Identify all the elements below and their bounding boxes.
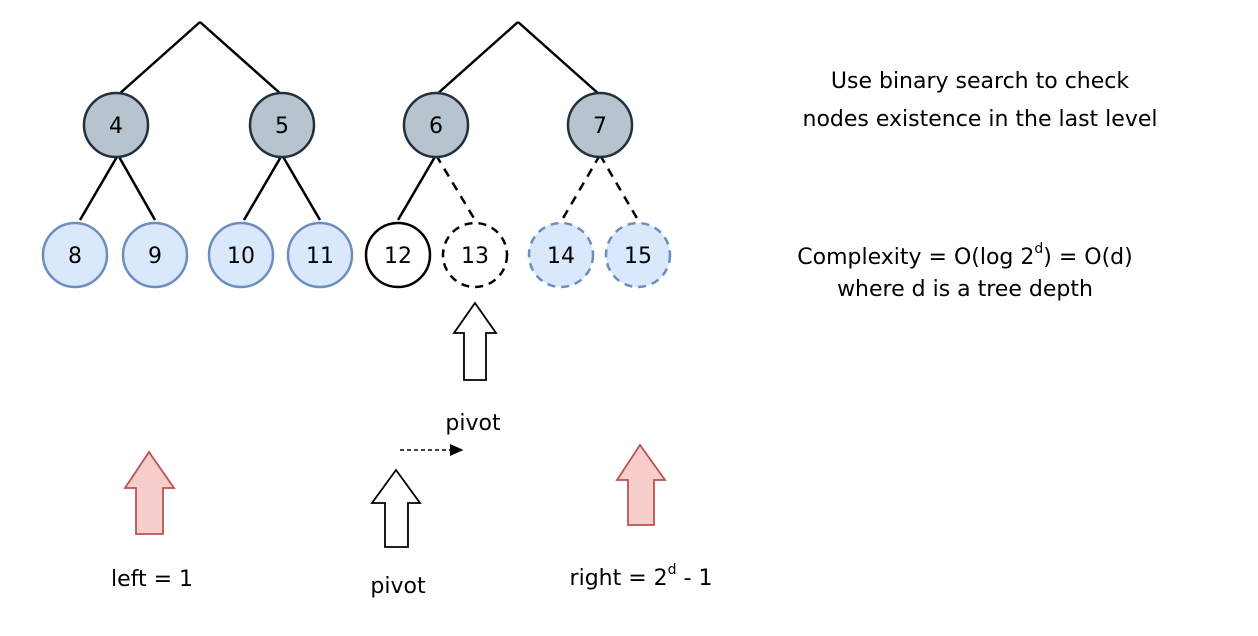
node-circle bbox=[207, 221, 275, 289]
edge-root-right-7 bbox=[517, 21, 601, 96]
leaf-node-14: 14 bbox=[527, 221, 595, 289]
leaf-node-13: 13 bbox=[441, 221, 509, 289]
edge-5-11 bbox=[280, 154, 322, 221]
complexity-exponent: d bbox=[1034, 241, 1043, 257]
node-circle bbox=[82, 91, 150, 159]
edge-4-9 bbox=[116, 154, 157, 221]
node-label: 7 bbox=[593, 114, 607, 139]
node-label: 13 bbox=[461, 244, 489, 269]
pivot-arrow-bottom bbox=[370, 468, 422, 548]
internal-node-4: 4 bbox=[82, 91, 150, 159]
right-label-exponent: d bbox=[668, 562, 677, 578]
pivot-bottom-label: pivot bbox=[370, 574, 426, 599]
node-label: 10 bbox=[227, 244, 255, 269]
node-circle bbox=[286, 221, 354, 289]
edge-7-14 bbox=[560, 154, 602, 221]
leaf-node-11: 11 bbox=[286, 221, 354, 289]
node-circle bbox=[566, 91, 634, 159]
leaf-node-8: 8 bbox=[41, 221, 109, 289]
node-circle bbox=[121, 221, 189, 289]
internal-node-6: 6 bbox=[402, 91, 470, 159]
pivot-top-label: pivot bbox=[445, 411, 501, 436]
node-circle bbox=[604, 221, 672, 289]
node-label: 14 bbox=[547, 244, 575, 269]
note-line-1: Use binary search to check bbox=[831, 69, 1129, 94]
complexity-suffix: ) = O(d) bbox=[1043, 245, 1132, 270]
depth-note: where d is a tree depth bbox=[837, 277, 1093, 302]
right-label-prefix: right = 2 bbox=[570, 566, 668, 591]
leaf-node-12: 12 bbox=[364, 221, 432, 289]
node-label: 12 bbox=[384, 244, 412, 269]
internal-node-7: 7 bbox=[566, 91, 634, 159]
edge-7-15 bbox=[598, 154, 640, 221]
edge-6-12 bbox=[396, 154, 438, 221]
node-label: 5 bbox=[275, 114, 289, 139]
edge-root-left-5 bbox=[199, 21, 283, 96]
node-circle bbox=[402, 91, 470, 159]
left-label: left = 1 bbox=[111, 567, 193, 592]
edge-root-left-4 bbox=[117, 21, 201, 96]
node-label: 4 bbox=[109, 114, 123, 139]
right-label: right = 2d - 1 bbox=[570, 562, 713, 591]
node-circle bbox=[527, 221, 595, 289]
pivot-arrow-top bbox=[452, 301, 498, 381]
node-circle bbox=[248, 91, 316, 159]
right-marker-arrow bbox=[615, 443, 667, 526]
edge-4-8 bbox=[78, 154, 120, 221]
node-label: 15 bbox=[624, 244, 652, 269]
node-circle bbox=[364, 221, 432, 289]
node-label: 9 bbox=[148, 244, 162, 269]
edge-5-10 bbox=[242, 154, 284, 221]
edge-root-right-6 bbox=[435, 21, 519, 96]
internal-node-5: 5 bbox=[248, 91, 316, 159]
node-label: 11 bbox=[306, 244, 334, 269]
node-label: 8 bbox=[68, 244, 82, 269]
edge-6-13 bbox=[434, 154, 477, 221]
node-circle bbox=[41, 221, 109, 289]
complexity-line: Complexity = O(log 2d) = O(d) bbox=[797, 241, 1132, 270]
node-circle bbox=[441, 221, 509, 289]
note-line-2: nodes existence in the last level bbox=[803, 107, 1158, 132]
left-marker-arrow bbox=[123, 450, 176, 535]
leaf-node-15: 15 bbox=[604, 221, 672, 289]
tree-edges bbox=[78, 21, 640, 221]
leaf-node-10: 10 bbox=[207, 221, 275, 289]
right-label-suffix: - 1 bbox=[677, 566, 713, 591]
leaf-node-9: 9 bbox=[121, 221, 189, 289]
complexity-prefix: Complexity = O(log 2 bbox=[797, 245, 1034, 270]
node-label: 6 bbox=[429, 114, 443, 139]
